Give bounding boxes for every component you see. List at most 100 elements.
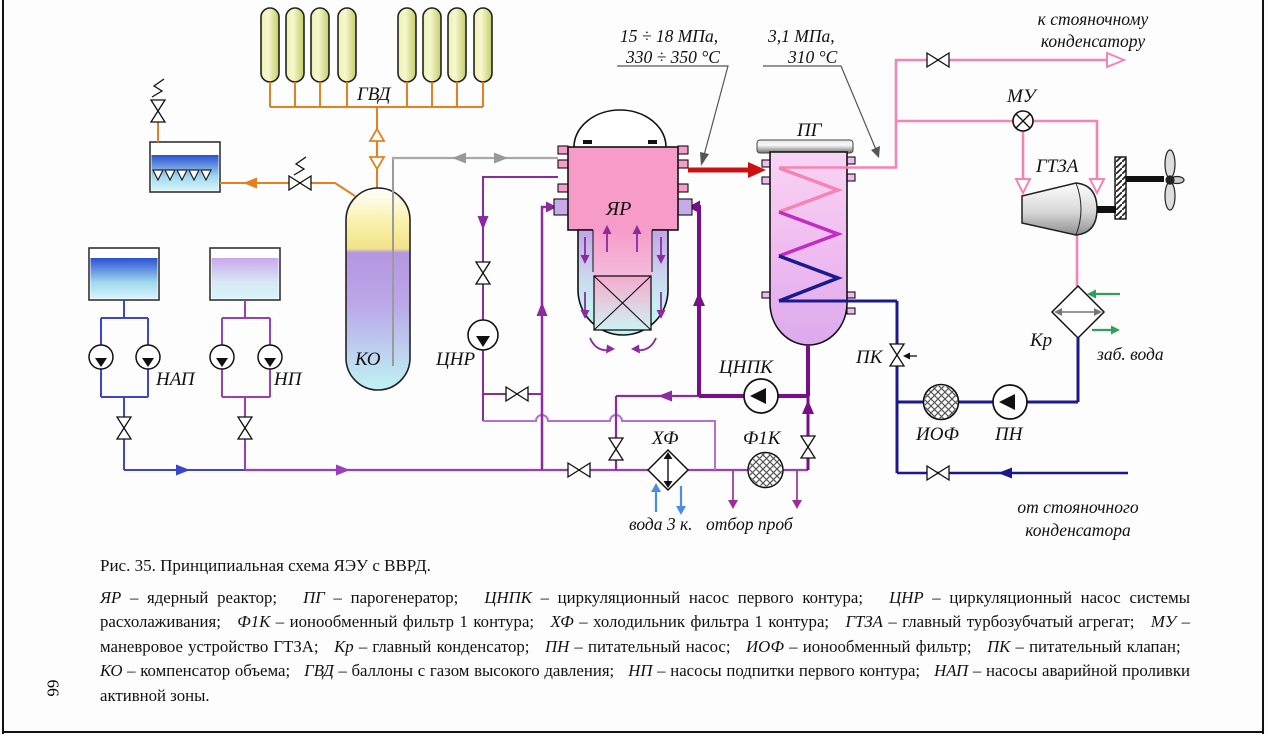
- seawater-arrows: [1087, 289, 1120, 335]
- label-hf-cooler: ХФ: [651, 428, 678, 449]
- flow-arrow: [477, 216, 489, 230]
- page-border-bottom: [2, 731, 1264, 733]
- cnr-pump: [467, 319, 499, 351]
- label-cnr-pump: ЦНР: [435, 349, 475, 370]
- label-iof-filter: ИОФ: [915, 424, 959, 445]
- reactor-dome: [573, 109, 667, 148]
- flow-arrow: [688, 200, 700, 214]
- turbine-shaft: [1097, 206, 1116, 213]
- flow-arrow: [243, 177, 257, 189]
- return-valve: [926, 464, 950, 482]
- label-gtza-turbine: ГТЗА: [1035, 156, 1079, 177]
- figure-legend: ЯР – ядерный реактор; ПГ – парогенератор…: [100, 588, 1191, 705]
- page-border-right: [1262, 0, 1264, 734]
- cnpk-discharge: [614, 394, 699, 470]
- steam-generator: [756, 139, 856, 396]
- annotation-secondary-temp: 310 °С: [787, 47, 838, 67]
- label-f1k-filter: Ф1К: [743, 428, 782, 449]
- makeup-valve: [567, 461, 591, 479]
- reactor-return-riser-left: [540, 205, 552, 470]
- leader-arrowhead: [871, 146, 880, 158]
- label-kr-condenser: Кр: [1029, 330, 1052, 351]
- label-gas-cylinders: ГВД: [356, 84, 391, 105]
- leader-arrowhead: [700, 152, 709, 166]
- np-piping: [221, 300, 271, 470]
- hull-gear-block: [1114, 156, 1127, 220]
- label-mu-device: МУ: [1006, 86, 1038, 107]
- figure-caption: Рис. 35. Принципиальная схема ЯЭУ с ВВРД…: [100, 556, 1190, 708]
- flow-arrow: [536, 302, 548, 316]
- cnr-valve: [474, 261, 492, 285]
- label-np-pumps: НП: [273, 369, 303, 390]
- relief-valve-spring: [151, 78, 165, 98]
- nap-valve: [115, 416, 133, 440]
- sampling-lines: [728, 470, 802, 509]
- cnr-loop: [482, 176, 558, 421]
- cnpk-branch-valve: [607, 437, 625, 461]
- label-to-parking-condenser-2: конденсатору: [1041, 31, 1145, 51]
- np-pumps: [209, 344, 283, 370]
- np-valve: [236, 416, 254, 440]
- nap-piping: [100, 300, 245, 471]
- annotation-primary-pressure: 15 ÷ 18 МПа,: [620, 26, 718, 46]
- flow-arrow: [176, 464, 190, 476]
- page-number: 66: [43, 679, 63, 697]
- label-reactor: ЯР: [605, 198, 631, 220]
- annotation-primary-temp: 330 ÷ 350 °С: [625, 47, 720, 67]
- reactor-vessel: [553, 109, 693, 354]
- nap-tank: [88, 247, 160, 301]
- f1k-valve: [799, 435, 817, 459]
- gvd-flow-arrows: [368, 127, 386, 171]
- schematic-diagram: 15 ÷ 18 МПа, 330 ÷ 350 °С 3,1 МПа, 310 °…: [88, 7, 1185, 540]
- gvd-manifold-pipes: [269, 82, 484, 192]
- sg-coil: [778, 166, 844, 303]
- label-nap-pumps: НАП: [155, 369, 196, 390]
- bubbler-tank: [149, 141, 221, 193]
- np-tank: [209, 247, 281, 301]
- iof-filter: [922, 383, 960, 421]
- filter-bypass-line: [483, 414, 716, 470]
- f1k-filter: [747, 451, 784, 489]
- label-steam-generator: ПГ: [796, 120, 823, 141]
- flow-arrow: [546, 201, 557, 213]
- ko-pressurizer: [345, 160, 411, 391]
- label-third-circuit-water: вода 3 к.: [629, 514, 693, 534]
- label-from-parking-condenser-1: от стояночного: [1017, 497, 1138, 517]
- label-sampling: отбор проб: [706, 514, 794, 534]
- label-seawater: заб. вода: [1096, 344, 1164, 364]
- hf-cooler: [646, 448, 690, 492]
- flow-arrow: [998, 467, 1012, 479]
- cnpk-pump: [743, 378, 779, 414]
- kr-condenser: [1050, 284, 1106, 340]
- ko-relief-line: [149, 78, 356, 197]
- flow-arrow: [658, 390, 672, 402]
- propeller-shaft: [1126, 176, 1164, 182]
- label-cnpk-pump: ЦНПК: [718, 357, 774, 378]
- label-to-parking-condenser-1: к стояночному: [1038, 9, 1149, 29]
- reactor-core: [593, 275, 652, 331]
- steam-arrows: [1014, 51, 1127, 196]
- annotation-leaders: [617, 65, 878, 160]
- relief-valve-spring: [293, 156, 307, 176]
- flow-arrow: [693, 292, 705, 306]
- gvd-gas-cylinders: [260, 7, 493, 83]
- flow-arrow: [336, 464, 350, 476]
- reactor-flow-arrows: [580, 225, 666, 354]
- propeller: [1164, 149, 1185, 211]
- annotation-secondary-pressure: 3,1 МПа,: [767, 26, 835, 46]
- hot-leg-line: [688, 162, 766, 178]
- nap-pumps: [88, 344, 161, 370]
- gtza-turbine: [1021, 182, 1098, 236]
- pk-valve: [888, 343, 917, 367]
- label-from-parking-condenser-2: конденсатора: [1025, 520, 1131, 540]
- figure-title: Рис. 35. Принципиальная схема ЯЭУ с ВВРД…: [100, 556, 431, 575]
- label-pn-pump: ПН: [994, 424, 1024, 445]
- flow-arrow: [802, 400, 814, 414]
- pn-pump: [992, 384, 1028, 420]
- page-border-left: [2, 0, 4, 734]
- steam-valve: [926, 51, 950, 69]
- hf-third-circuit-arrows: [651, 483, 686, 515]
- mu-device: [1012, 110, 1034, 132]
- label-pk-valve: ПК: [855, 347, 884, 368]
